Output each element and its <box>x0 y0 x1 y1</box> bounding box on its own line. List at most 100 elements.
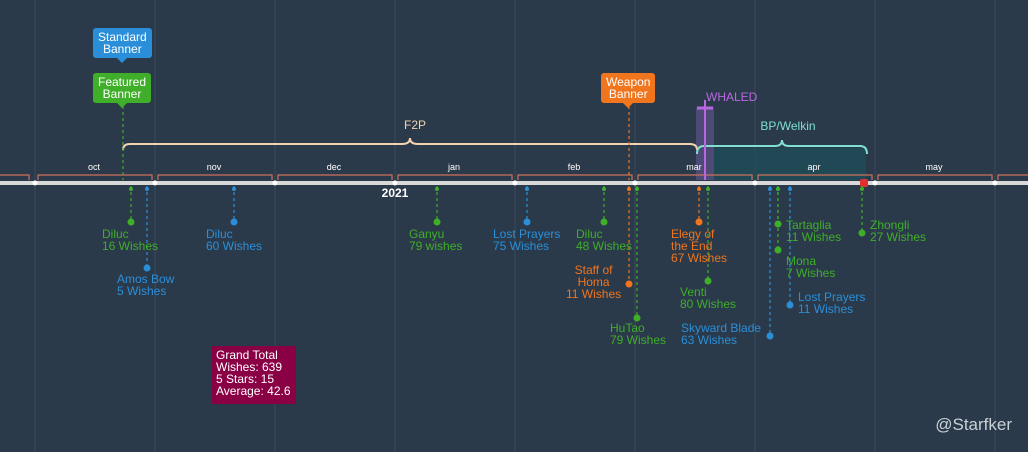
month-segment <box>877 174 993 180</box>
featured-flag-arrow <box>117 103 128 108</box>
event-dot <box>230 218 238 226</box>
event-wishes: 5 Wishes <box>117 284 167 298</box>
event-axis-tick <box>232 187 236 191</box>
event-axis-tick <box>635 187 639 191</box>
event-name: Lost Prayers <box>798 290 866 304</box>
event-axis-tick <box>145 187 149 191</box>
event-axis-tick <box>860 187 864 191</box>
event-name: Diluc <box>102 227 129 241</box>
grand-total-stars: 5 Stars: 15 <box>216 372 275 386</box>
event-wishes: 75 Wishes <box>493 239 550 253</box>
grand-total-box: Grand Total Wishes: 639 5 Stars: 15 Aver… <box>212 346 296 404</box>
event-dot <box>433 218 441 226</box>
event-name: Venti <box>680 285 707 299</box>
axis-dot <box>152 180 158 186</box>
month-segment <box>37 174 153 180</box>
grand-total-title: Grand Total <box>216 348 278 362</box>
event-axis-tick <box>697 187 701 191</box>
event-dot <box>786 301 794 309</box>
month-segment <box>157 174 273 180</box>
gridlines <box>34 0 996 452</box>
month-segment <box>397 174 513 180</box>
year-label: 2021 <box>382 186 409 200</box>
axis-dot <box>272 180 278 186</box>
event-axis-tick <box>776 187 780 191</box>
event-dot <box>858 229 866 237</box>
event-name: Lost Prayers <box>493 227 561 241</box>
event-name: Homa <box>577 275 610 289</box>
event-wishes: 67 Wishes <box>671 251 728 265</box>
event-axis-tick <box>788 187 792 191</box>
event-wishes: 27 Wishes <box>870 230 927 244</box>
event-name: Diluc <box>576 227 603 241</box>
month-segment <box>277 174 393 180</box>
axis-dots <box>32 180 998 186</box>
event-name: Mona <box>786 254 817 268</box>
event-name: Elegy of <box>671 227 715 241</box>
axis-dot <box>752 180 758 186</box>
event-wishes: 11 Wishes <box>786 230 842 244</box>
standard-banner-flag: Standard Banner <box>93 28 152 63</box>
event-axis-tick <box>525 187 529 191</box>
standard-banner-label: Standard Banner <box>98 30 147 56</box>
event-name: Diluc <box>206 227 233 241</box>
month-segment <box>517 174 633 180</box>
event-wishes: 16 Wishes <box>102 239 159 253</box>
weapon-banner-label: Weapon Banner <box>606 75 651 101</box>
f2p-label: F2P <box>404 118 426 132</box>
event-dot <box>695 218 703 226</box>
event-name: Staff of <box>574 263 613 277</box>
weapon-banner-flag: Weapon Banner <box>601 73 656 108</box>
event-axis-tick <box>706 187 710 191</box>
bp-label: BP/Welkin <box>760 119 815 133</box>
event-wishes: 79 wishes <box>409 239 463 253</box>
event-name: HuTao <box>610 321 645 335</box>
event-name: the End <box>671 239 713 253</box>
featured-banner-flag: Featured Banner <box>93 73 152 108</box>
grand-total-wishes: Wishes: 639 <box>216 360 283 374</box>
event-axis-tick <box>627 187 631 191</box>
month-label-jan: jan <box>447 162 460 172</box>
event-name: Ganyu <box>409 227 445 241</box>
axis-dot <box>512 180 518 186</box>
grand-total-average: Average: 42.6 <box>216 384 291 398</box>
event-wishes: 11 Wishes <box>566 287 622 301</box>
event-axis-tick <box>602 187 606 191</box>
month-label-apr: apr <box>807 162 820 172</box>
event-axis-tick <box>435 187 439 191</box>
event-dot <box>633 314 641 322</box>
month-label-nov: nov <box>207 162 222 172</box>
weapon-flag-arrow <box>623 103 634 108</box>
axis-dot <box>32 180 38 186</box>
axis-dot <box>392 180 398 186</box>
event-axis-tick <box>768 187 772 191</box>
event-wishes: 80 Wishes <box>680 297 737 311</box>
month-label-mar: mar <box>686 162 702 172</box>
standard-flag-arrow <box>117 58 128 63</box>
event-dot <box>127 218 135 226</box>
event-name: Zhongli <box>870 218 910 232</box>
event-dot <box>143 264 151 272</box>
month-label-dec: dec <box>327 162 342 172</box>
event-dot <box>774 246 782 254</box>
event-dot <box>704 277 712 285</box>
f2p-bracket <box>122 137 698 151</box>
event-wishes: 11 Wishes <box>798 302 854 316</box>
event-dot <box>625 280 633 288</box>
event-axis-tick <box>129 187 133 191</box>
axis-dot <box>872 180 878 186</box>
